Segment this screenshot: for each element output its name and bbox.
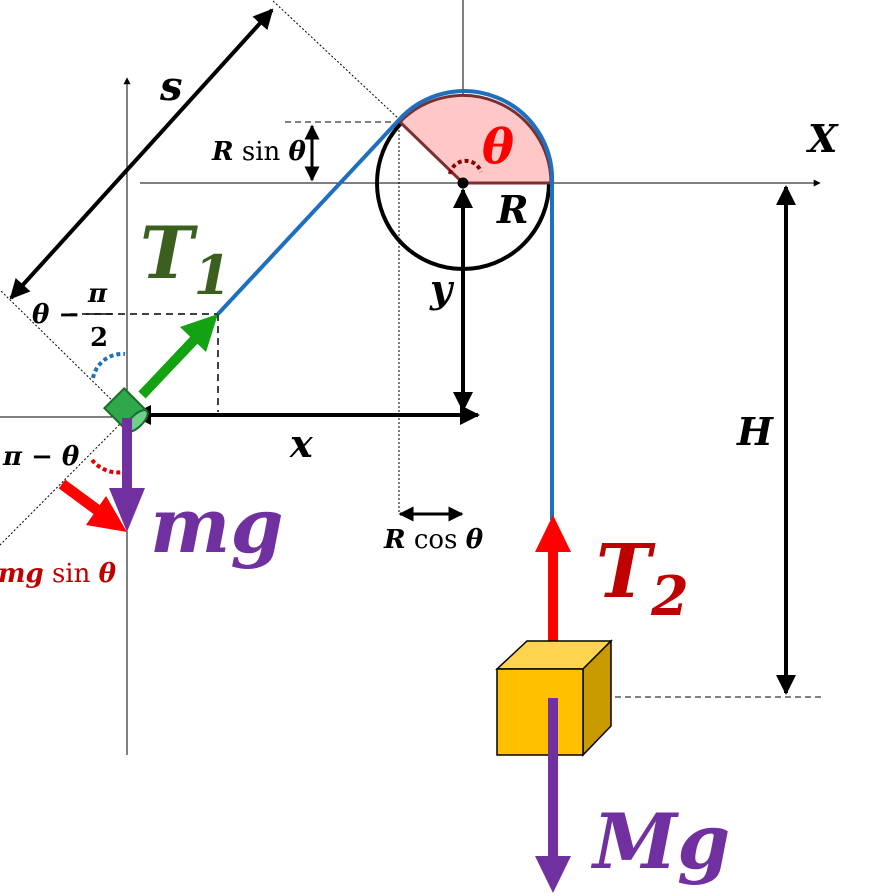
- label-X: X: [806, 116, 839, 161]
- label-theta-minus-pi-over-2: θ − π 2: [32, 279, 112, 353]
- block-front-face: [496, 668, 584, 756]
- pulley-center: [457, 177, 469, 189]
- hanging-block: [495, 639, 613, 757]
- theta-angle-arc: [448, 158, 483, 175]
- label-R: R: [496, 187, 529, 232]
- label-H: H: [736, 409, 774, 454]
- label-s: s: [159, 63, 183, 110]
- label-x: x: [289, 421, 314, 466]
- rope-extension-dotted: [271, 0, 401, 121]
- label-R-sin-theta: R sin θ: [211, 137, 307, 167]
- Mg-force-arrow: [535, 698, 571, 893]
- label-theta: θ: [482, 119, 514, 175]
- label-T1: T1: [140, 210, 231, 307]
- s-dimension-arrow: [9, 8, 274, 300]
- T2-force-arrow: [535, 515, 571, 655]
- label-pi-minus-theta: π − θ: [2, 442, 80, 472]
- svg-text:2: 2: [90, 323, 108, 353]
- rope: [216, 89, 555, 520]
- mg-force-arrow: [109, 418, 145, 532]
- label-y: y: [429, 266, 455, 311]
- svg-text:θ −: θ −: [32, 300, 80, 330]
- pi-minus-theta-arc: [90, 458, 125, 475]
- label-T2: T2: [596, 529, 689, 628]
- label-R-cos-theta: R cos θ: [383, 525, 484, 555]
- theta-sector: [397, 93, 553, 185]
- theta-minus-pi-over-2-arc: [91, 351, 126, 379]
- svg-text:π: π: [87, 279, 108, 309]
- s-guide-dotted: [0, 289, 129, 417]
- label-mg: mg: [150, 481, 284, 570]
- label-Mg: Mg: [590, 797, 730, 886]
- label-mg-sin-theta: mg sin θ: [0, 559, 117, 589]
- mg-sin-theta-force-arrow: [58, 479, 127, 532]
- dimension-arrows: [9, 8, 796, 695]
- T1-force-arrow: [138, 314, 218, 399]
